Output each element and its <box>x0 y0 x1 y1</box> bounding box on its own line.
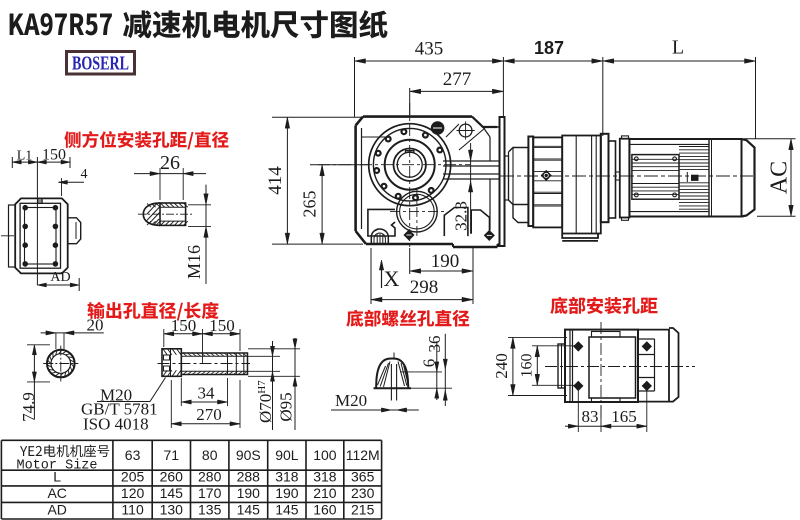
svg-text:145: 145 <box>275 501 299 517</box>
svg-text:130: 130 <box>160 501 184 517</box>
svg-text:240: 240 <box>492 353 511 379</box>
svg-text:AC: AC <box>767 161 793 194</box>
svg-text:187: 187 <box>534 38 564 58</box>
svg-text:270: 270 <box>196 405 222 424</box>
svg-text:120: 120 <box>121 485 145 501</box>
svg-text:414: 414 <box>265 166 286 195</box>
svg-text:145: 145 <box>237 501 261 517</box>
svg-text:26: 26 <box>160 152 180 174</box>
svg-text:90L: 90L <box>275 447 299 463</box>
svg-text:165: 165 <box>611 407 637 426</box>
svg-text:210: 210 <box>313 485 337 501</box>
svg-text:190: 190 <box>275 485 299 501</box>
svg-text:BOSERL: BOSERL <box>72 53 129 75</box>
svg-text:150: 150 <box>209 316 235 335</box>
svg-text:160: 160 <box>313 501 337 517</box>
svg-text:Motor Size: Motor Size <box>16 459 97 474</box>
svg-text:277: 277 <box>443 69 472 90</box>
svg-text:ISO 4018: ISO 4018 <box>83 415 149 434</box>
svg-text:32.3: 32.3 <box>452 201 471 231</box>
svg-text:M20: M20 <box>100 385 132 404</box>
svg-text:71: 71 <box>164 447 180 463</box>
svg-text:100: 100 <box>313 447 337 463</box>
svg-text:215: 215 <box>351 501 375 517</box>
svg-text:365: 365 <box>351 469 375 485</box>
svg-text:L: L <box>672 37 684 59</box>
svg-text:63: 63 <box>125 447 141 463</box>
svg-text:83: 83 <box>582 407 599 426</box>
svg-text:190: 190 <box>431 251 460 272</box>
svg-text:20: 20 <box>87 316 104 335</box>
svg-text:36: 36 <box>425 336 444 353</box>
svg-text:M20: M20 <box>335 391 367 410</box>
svg-text:280: 280 <box>198 469 222 485</box>
svg-text:288: 288 <box>237 469 261 485</box>
svg-text:435: 435 <box>415 39 444 60</box>
svg-text:4: 4 <box>81 167 88 182</box>
svg-text:135: 135 <box>198 501 222 517</box>
svg-text:112M: 112M <box>346 447 380 463</box>
svg-text:318: 318 <box>313 469 337 485</box>
svg-text:34: 34 <box>198 384 216 403</box>
svg-text:M16: M16 <box>184 245 204 279</box>
svg-text:190: 190 <box>237 485 261 501</box>
svg-text:AD: AD <box>47 501 66 517</box>
svg-text:74.9: 74.9 <box>19 392 38 422</box>
svg-text:90S: 90S <box>236 447 261 463</box>
svg-text:265: 265 <box>300 191 320 218</box>
svg-text:AC: AC <box>47 485 66 501</box>
svg-text:170: 170 <box>198 485 222 501</box>
svg-text:145: 145 <box>160 485 184 501</box>
svg-text:150: 150 <box>171 316 197 335</box>
svg-text:110: 110 <box>121 501 144 517</box>
svg-text:205: 205 <box>121 469 145 485</box>
svg-text:L: L <box>53 469 61 485</box>
svg-text:6: 6 <box>420 359 439 368</box>
svg-text:260: 260 <box>160 469 184 485</box>
svg-text:AD: AD <box>50 270 70 285</box>
svg-text:230: 230 <box>351 485 375 501</box>
svg-text:X: X <box>384 266 400 291</box>
svg-text:80: 80 <box>202 447 218 463</box>
svg-text:Ø95: Ø95 <box>277 392 296 421</box>
svg-text:150: 150 <box>42 147 66 164</box>
svg-text:298: 298 <box>410 277 439 298</box>
svg-text:318: 318 <box>275 469 299 485</box>
svg-text:GB/T 5781: GB/T 5781 <box>81 400 158 419</box>
svg-text:160: 160 <box>519 354 536 378</box>
svg-text:L1: L1 <box>17 149 33 164</box>
